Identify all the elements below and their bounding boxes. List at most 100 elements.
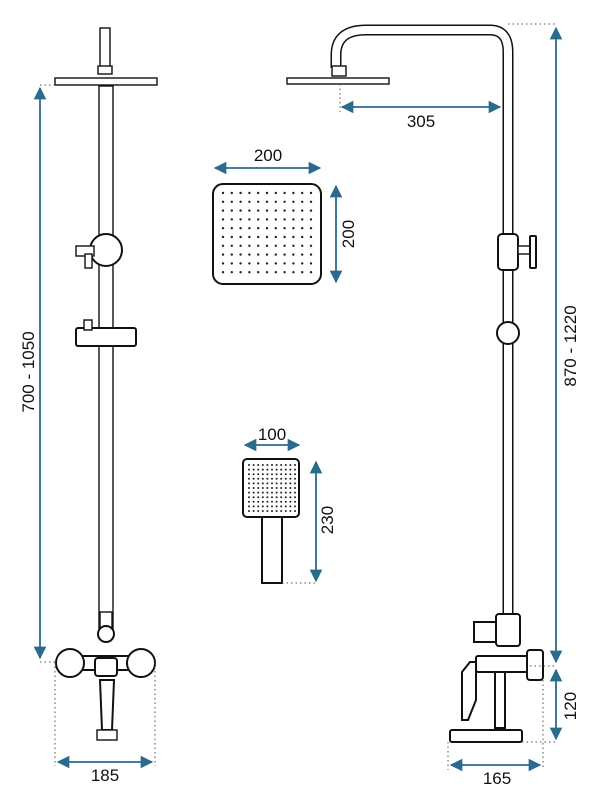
front-height-label: 700 - 1050	[19, 331, 38, 412]
nozzle-dot	[301, 227, 304, 230]
nozzle-dot	[294, 473, 296, 476]
nozzle-dot	[266, 505, 269, 508]
nozzle-dot	[248, 482, 250, 485]
front-lower-nut	[97, 625, 115, 643]
nozzle-dot	[252, 500, 255, 503]
nozzle-dot	[265, 227, 269, 230]
nozzle-dot	[289, 510, 292, 512]
front-spout	[98, 679, 116, 731]
nozzle-dot	[271, 491, 273, 494]
nozzle-dot	[301, 191, 304, 195]
nozzle-dot	[292, 253, 295, 256]
nozzle-dot	[239, 191, 242, 195]
nozzle-dot	[248, 253, 251, 256]
nozzle-dot	[248, 218, 251, 221]
front-rain-head-edge	[54, 77, 158, 86]
nozzle-dot	[221, 235, 225, 239]
nozzle-dot	[292, 271, 295, 274]
nozzle-dot	[265, 235, 269, 239]
nozzle-dot	[294, 491, 296, 494]
nozzle-dot	[261, 500, 264, 503]
front-riser-pipe	[98, 85, 114, 632]
nozzle-dot	[289, 464, 292, 466]
nozzle-dot	[284, 487, 287, 489]
nozzle-dot	[274, 271, 277, 274]
nozzle-dot	[283, 235, 286, 239]
nozzle-dot	[283, 271, 286, 274]
nozzle-dot	[294, 482, 296, 485]
nozzle-dot	[257, 491, 260, 494]
nozzle-dot	[284, 491, 287, 494]
nozzle-dot	[230, 218, 233, 221]
nozzle-dot	[274, 253, 277, 256]
side-diverter-stem	[517, 245, 531, 255]
nozzle-dot	[275, 477, 278, 480]
nozzle-dot	[283, 262, 286, 265]
nozzle-dot	[221, 271, 225, 274]
nozzle-dot	[292, 218, 295, 221]
nozzle-dot	[248, 491, 250, 494]
nozzle-dot	[248, 262, 251, 265]
nozzle-dot	[257, 500, 260, 503]
side-diverter-body	[497, 233, 519, 271]
hand-shower-detail: 100 230	[242, 425, 337, 584]
nozzle-dot	[294, 468, 296, 471]
nozzle-dot	[289, 496, 292, 499]
nozzle-dot	[271, 496, 273, 499]
nozzle-dot	[274, 227, 277, 230]
nozzle-dot	[292, 227, 295, 230]
nozzle-dot	[239, 218, 242, 221]
nozzle-dot	[248, 464, 250, 466]
hand-shower-nozzles	[248, 464, 296, 512]
nozzle-dot	[265, 262, 269, 265]
nozzle-dot	[275, 491, 278, 494]
nozzle-dot	[280, 505, 283, 508]
nozzle-dot	[248, 209, 251, 212]
nozzle-dot	[301, 218, 304, 221]
side-lever	[461, 661, 477, 721]
nozzle-dot	[292, 235, 295, 239]
nozzle-dot	[275, 482, 278, 485]
nozzle-dot	[230, 209, 233, 212]
nozzle-dot	[283, 191, 286, 195]
hand-length-label: 230	[318, 506, 337, 534]
nozzle-dot	[294, 500, 296, 503]
nozzle-dot	[292, 209, 295, 212]
nozzle-dot	[230, 227, 233, 230]
nozzle-dot	[265, 200, 269, 203]
nozzle-dot	[266, 477, 269, 480]
nozzle-dot	[221, 262, 225, 265]
nozzle-dot	[266, 464, 269, 466]
nozzle-dot	[230, 191, 233, 195]
nozzle-dot	[274, 235, 277, 239]
nozzle-dot	[239, 262, 242, 265]
nozzle-dot	[261, 482, 264, 485]
nozzle-dot	[261, 496, 264, 499]
nozzle-dot	[221, 227, 225, 230]
side-rain-head-edge	[286, 77, 390, 85]
nozzle-dot	[261, 491, 264, 494]
nozzle-dot	[266, 510, 269, 512]
nozzle-dot	[294, 487, 296, 489]
nozzle-dot	[271, 505, 273, 508]
nozzle-dot	[239, 200, 242, 203]
nozzle-dot	[248, 235, 251, 239]
nozzle-dot	[275, 468, 278, 471]
nozzle-dot	[261, 468, 264, 471]
nozzle-dot	[280, 477, 283, 480]
nozzle-dot	[252, 468, 255, 471]
nozzle-dot	[257, 209, 260, 212]
nozzle-dot	[248, 473, 250, 476]
nozzle-dot	[248, 487, 250, 489]
head-width-label: 200	[254, 146, 282, 165]
nozzle-dot	[280, 496, 283, 499]
nozzle-dot	[265, 271, 269, 274]
nozzle-dot	[257, 473, 260, 476]
nozzle-dot	[301, 253, 304, 256]
nozzle-dot	[309, 253, 313, 256]
side-view: 305 870 - 1220 120 165	[286, 23, 580, 788]
nozzle-dot	[275, 473, 278, 476]
side-spout	[494, 671, 506, 729]
nozzle-dot	[271, 487, 273, 489]
